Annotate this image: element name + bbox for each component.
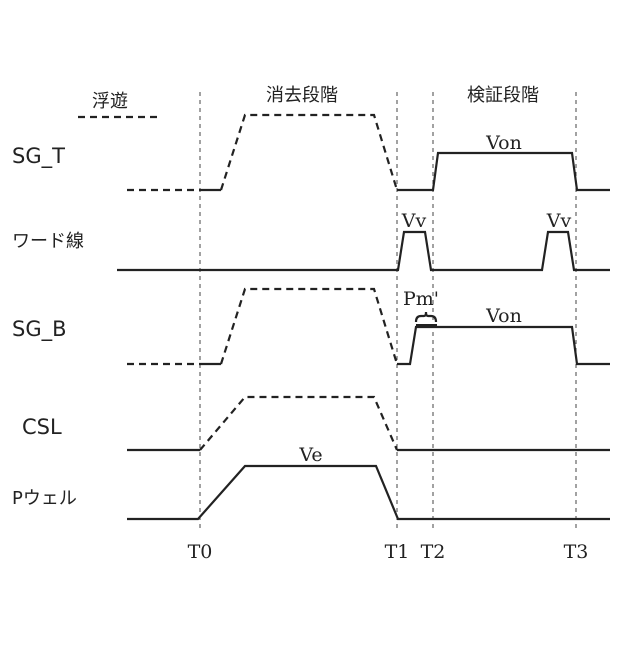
- vv-second-pulse-label: Vv: [546, 210, 572, 232]
- sg-b-verify-pulse: [397, 327, 610, 364]
- von-sg-b-level-label: Von: [485, 305, 522, 327]
- pm-level-label: Pm': [403, 288, 439, 310]
- sg-t-waveform: [127, 115, 610, 190]
- pm-brace: [416, 312, 436, 322]
- csl-floating-erase-segment: [200, 397, 397, 450]
- word-line-label: ワード線: [12, 231, 84, 252]
- verify-phase-label: 検証段階: [467, 85, 539, 106]
- csl-label: CSL: [22, 415, 62, 439]
- sg-b-label: SG_B: [12, 317, 67, 342]
- p-well-waveform: [127, 466, 610, 519]
- p-well-label: Pウェル: [12, 488, 77, 509]
- legend-floating-label: 浮遊: [92, 91, 128, 112]
- ve-level-label: Ve: [298, 444, 322, 466]
- sg-b-waveform: [127, 289, 610, 364]
- t2-marker-label: T2: [421, 541, 446, 563]
- t1-marker-label: T1: [385, 541, 410, 563]
- csl-waveform: [127, 397, 610, 450]
- t0-marker-label: T0: [188, 541, 213, 563]
- sg-t-floating-erase-segment: [221, 115, 397, 190]
- t3-marker-label: T3: [564, 541, 589, 563]
- erase-phase-label: 消去段階: [266, 85, 338, 106]
- sg-t-label: SG_T: [12, 144, 65, 169]
- sg-t-verify-pulse: [397, 153, 610, 190]
- sg-b-floating-erase-segment: [221, 289, 397, 364]
- vv-first-pulse-label: Vv: [401, 210, 427, 232]
- word-line-waveform: [117, 232, 610, 270]
- von-sg-t-level-label: Von: [485, 132, 522, 154]
